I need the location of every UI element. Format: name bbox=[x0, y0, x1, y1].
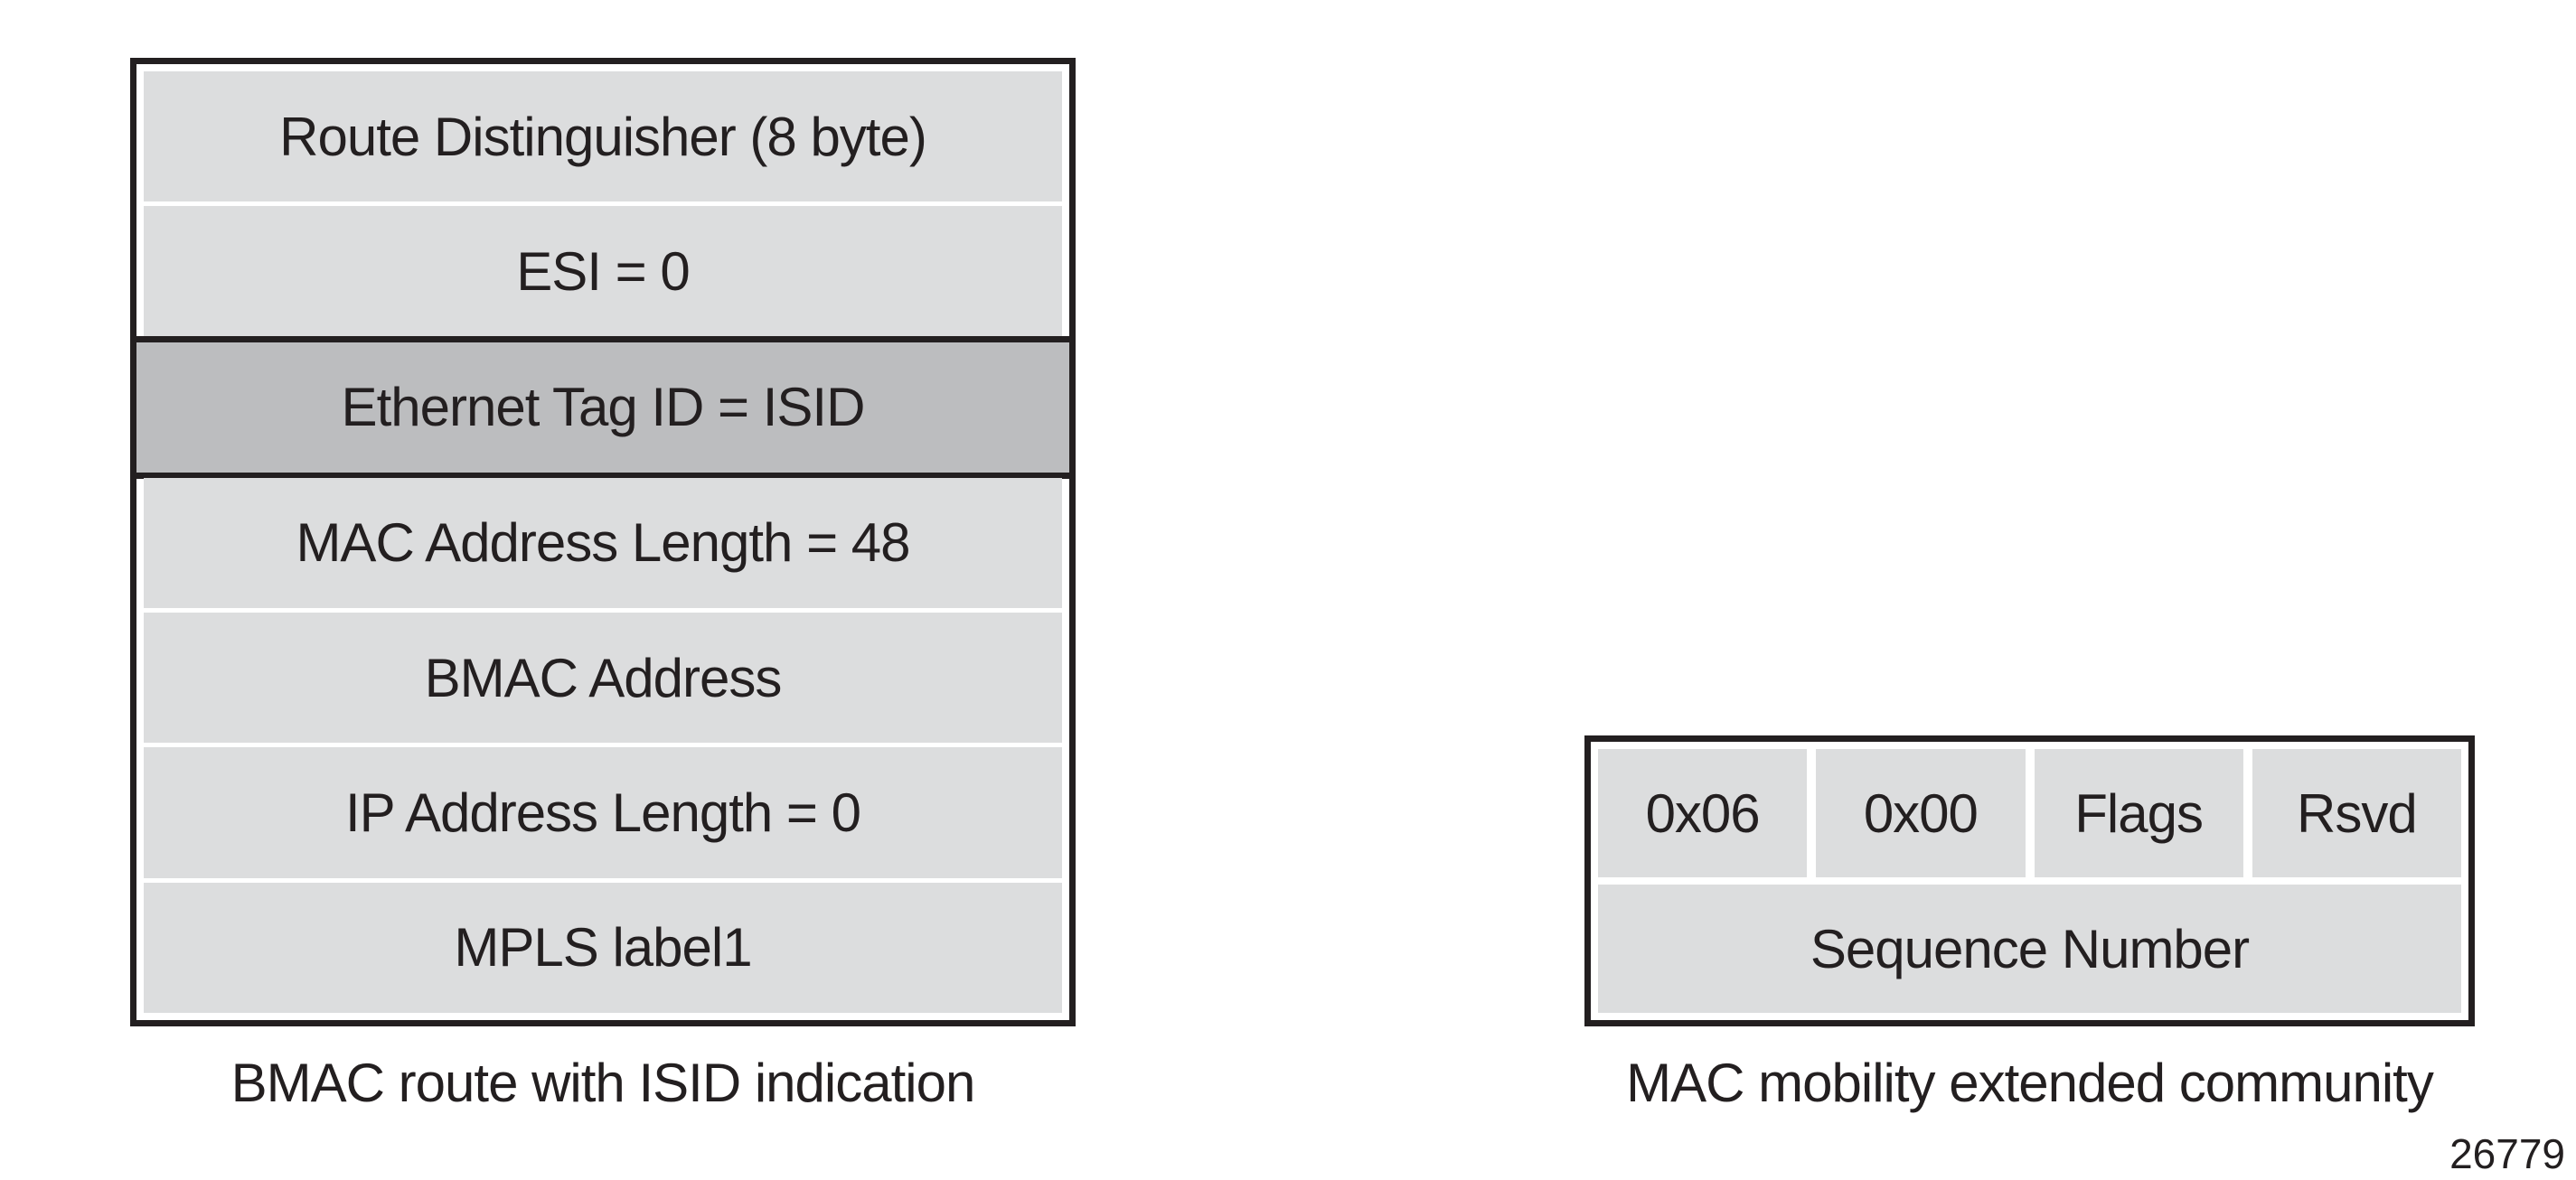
field-label: MPLS label1 bbox=[454, 917, 752, 979]
octet-cell-sequence-number: Sequence Number bbox=[1598, 885, 2461, 1013]
field-label: Ethernet Tag ID = ISID bbox=[341, 377, 866, 438]
field-row-ip-address-length: IP Address Length = 0 bbox=[144, 747, 1062, 878]
field-row-bmac-address: BMAC Address bbox=[144, 613, 1062, 744]
octet-label: 0x00 bbox=[1863, 782, 1979, 844]
octet-label: Rsvd bbox=[2297, 782, 2418, 844]
field-row-ethernet-tag-id-highlighted: Ethernet Tag ID = ISID bbox=[130, 335, 1076, 479]
octet-row-sequence: Sequence Number bbox=[1598, 885, 2461, 1013]
field-row-mac-address-length: MAC Address Length = 48 bbox=[144, 477, 1062, 609]
field-row-mpls-label1: MPLS label1 bbox=[144, 882, 1062, 1013]
octet-label: Flags bbox=[2074, 782, 2204, 844]
octet-cell-flags: Flags bbox=[2034, 749, 2243, 877]
octet-cell-subtype: 0x00 bbox=[1816, 749, 2026, 877]
figure-number: 26779 bbox=[2449, 1130, 2565, 1177]
field-label: IP Address Length = 0 bbox=[344, 782, 861, 844]
field-row-esi: ESI = 0 bbox=[144, 206, 1062, 337]
mac-mobility-caption: MAC mobility extended community bbox=[1626, 1053, 2434, 1113]
field-label: BMAC Address bbox=[424, 647, 783, 708]
mac-mobility-box: 0x06 0x00 Flags Rsvd Sequence Number bbox=[1584, 735, 2475, 1026]
bmac-route-caption: BMAC route with ISID indication bbox=[230, 1053, 976, 1113]
octet-cell-rsvd: Rsvd bbox=[2252, 749, 2461, 877]
octet-cell-type: 0x06 bbox=[1598, 749, 1808, 877]
octet-label: Sequence Number bbox=[1810, 918, 2250, 979]
octet-label: 0x06 bbox=[1645, 782, 1761, 844]
field-label: MAC Address Length = 48 bbox=[296, 512, 910, 574]
field-row-route-distinguisher: Route Distinguisher (8 byte) bbox=[144, 71, 1062, 202]
field-label: Route Distinguisher (8 byte) bbox=[279, 106, 927, 167]
field-label: ESI = 0 bbox=[516, 240, 690, 302]
octet-row-header: 0x06 0x00 Flags Rsvd bbox=[1598, 749, 2461, 877]
bmac-route-box: Route Distinguisher (8 byte) ESI = 0 Eth… bbox=[130, 58, 1076, 1026]
